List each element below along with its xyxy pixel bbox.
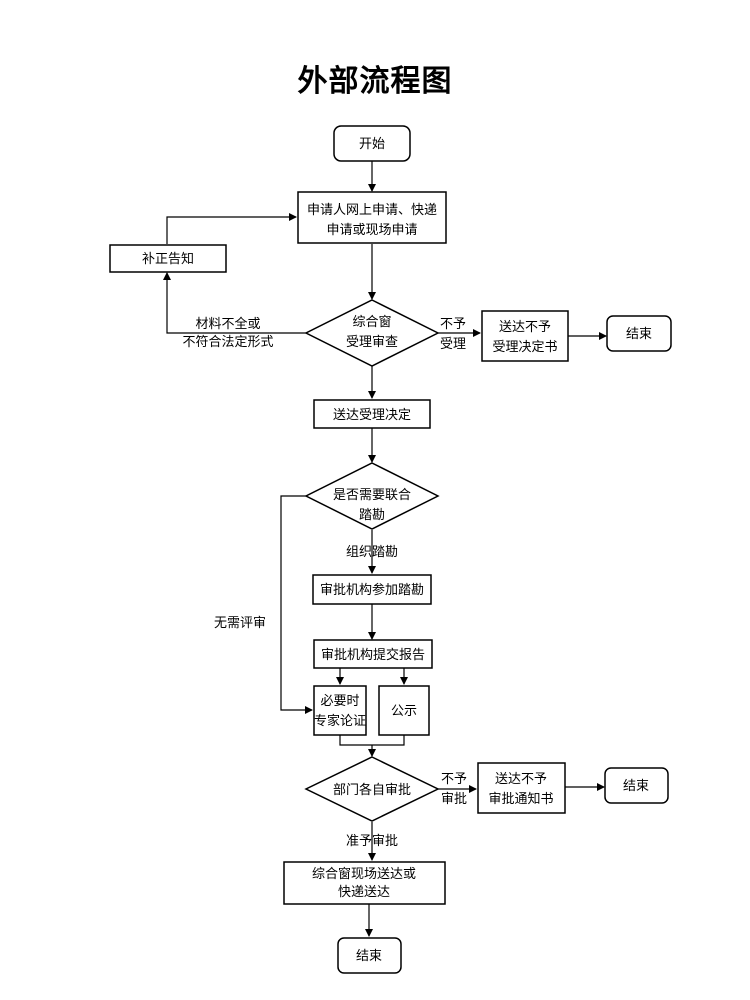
join-survey-node [312, 574, 432, 605]
publicity-label: 公示 [391, 704, 417, 719]
submit-report-label: 审批机构提交报告 [321, 647, 425, 663]
edge-label-organize-survey: 组织踏勘 [346, 545, 398, 560]
joint-survey-label-2: 踏勘 [359, 508, 385, 523]
edge-label-not-approve-1: 不予 [441, 772, 467, 787]
end-label-1: 结束 [626, 327, 652, 342]
window-review-decision [304, 299, 440, 367]
publicity-node [378, 685, 430, 736]
joint-survey-decision [304, 462, 440, 530]
end-label-3: 结束 [356, 949, 382, 964]
window-review-label-2: 受理审查 [346, 335, 398, 350]
end-node-1 [606, 315, 672, 352]
reject-notice-label-2: 受理决定书 [492, 340, 557, 355]
edge-label-incomplete-2: 不符合法定形式 [182, 334, 273, 350]
dept-approval-decision [304, 756, 440, 822]
accept-notice-node [313, 399, 431, 429]
apply-node [297, 191, 447, 244]
start-node [333, 125, 411, 162]
edge-label-no-review: 无需评审 [214, 616, 266, 631]
deny-notice-label-2: 审批通知书 [488, 791, 553, 807]
arrow-survey-to-expert [280, 495, 313, 714]
joint-survey-label-1: 是否需要联合 [333, 488, 411, 503]
deny-notice-label-1: 送达不予 [495, 772, 547, 787]
expert-node [313, 685, 367, 736]
end-node-2 [604, 767, 669, 804]
reject-notice-label-1: 送达不予 [499, 320, 551, 335]
dept-approval-label: 部门各自审批 [333, 782, 411, 798]
deliver-node [283, 861, 446, 905]
arrow-review-to-correction [163, 272, 306, 334]
apply-label-1: 申请人网上申请、快递 [307, 203, 437, 218]
window-review-label-1: 综合窗 [352, 314, 391, 330]
edge-label-incomplete-1: 材料不全或 [195, 316, 260, 332]
arrow-correction-to-apply [166, 213, 297, 244]
edge-label-not-approve-2: 审批 [441, 792, 467, 807]
apply-label-2: 申请或现场申请 [326, 223, 417, 238]
page-title: 外部流程图 [297, 64, 453, 99]
merge-expert-publicity [339, 735, 405, 746]
expert-label-2: 专家论证 [314, 713, 366, 729]
edge-label-not-accept-2: 受理 [440, 337, 466, 352]
edge-label-approve: 准予审批 [346, 834, 398, 849]
join-survey-label: 审批机构参加踏勘 [320, 582, 424, 598]
deny-notice-node [477, 762, 566, 814]
accept-notice-label: 送达受理决定 [333, 408, 411, 423]
correction-node [109, 244, 227, 273]
submit-report-node [313, 639, 433, 669]
correction-label: 补正告知 [142, 251, 194, 267]
end-label-2: 结束 [623, 779, 649, 794]
edge-label-not-accept-1: 不予 [440, 317, 466, 332]
end-node-3 [337, 937, 402, 974]
start-label: 开始 [359, 137, 385, 152]
deliver-label-2: 快递送达 [338, 885, 390, 900]
expert-label-1: 必要时 [320, 694, 359, 709]
reject-notice-node [481, 310, 569, 362]
deliver-label-1: 综合窗现场送达或 [312, 866, 416, 882]
